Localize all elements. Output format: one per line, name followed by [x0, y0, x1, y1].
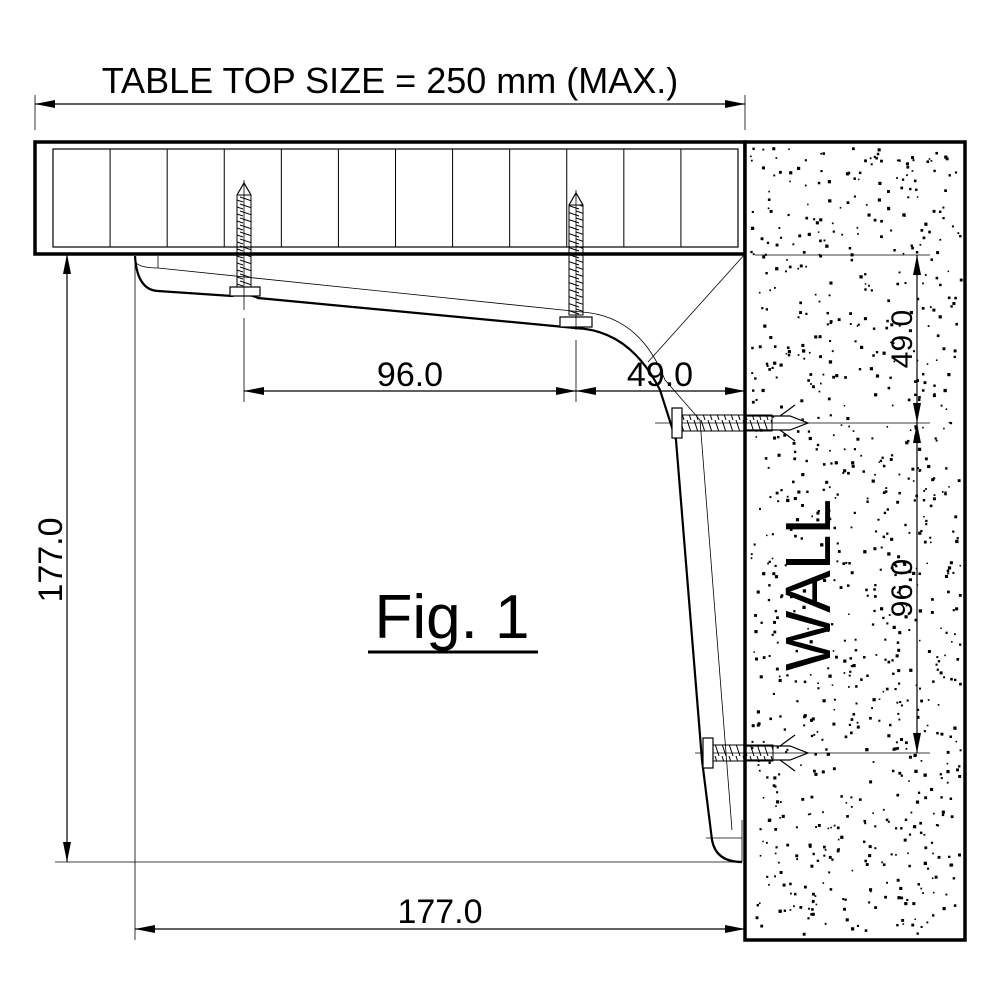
title-dimension-label: TABLE TOP SIZE = 250 mm (MAX.) — [102, 60, 679, 101]
screw-head — [671, 407, 683, 439]
table-top-grain-lines — [109, 149, 682, 247]
shelf-bracket — [133, 253, 746, 864]
wall-anchor — [745, 415, 810, 431]
bracket-inner-edge — [134, 256, 733, 831]
wall-screw-spacing-label: 96.0 — [886, 559, 919, 617]
wall-anchor — [745, 745, 810, 761]
dimension-left-height: 177.0 — [32, 254, 742, 940]
screw-head — [229, 286, 261, 297]
wall: WALL — [743, 140, 967, 942]
dimension-wall-screw-spacing: 96.0 — [886, 423, 921, 753]
dimension-bottom-depth: 177.0 — [135, 893, 745, 933]
bottom-depth-label: 177.0 — [397, 893, 482, 931]
left-height-label: 177.0 — [32, 517, 70, 602]
dimension-top-screw-to-wall: 49.0 — [576, 356, 745, 395]
anchor-fins — [779, 734, 796, 772]
table-top — [33, 140, 747, 256]
table-top-outline — [33, 140, 747, 256]
dimension-top-screw-spacing: 96.0 — [243, 318, 577, 402]
wall-concrete-texture — [750, 147, 963, 936]
anchor-fins — [779, 404, 796, 442]
wall-label: WALL — [772, 499, 844, 671]
figure-caption: Fig. 1 — [368, 583, 538, 654]
table-top-size-dimension: TABLE TOP SIZE = 250 mm (MAX.) — [34, 60, 746, 130]
dimension-wall-upper: 49.0 — [755, 254, 930, 423]
wall-upper-spacing-label: 49.0 — [886, 310, 919, 368]
top-screw-left — [229, 180, 261, 310]
wall-screw-lower — [695, 734, 930, 772]
screw-head — [702, 737, 714, 769]
bracket-outer-profile — [133, 255, 743, 864]
top-screw-right — [559, 190, 593, 330]
screw-thread — [712, 744, 774, 762]
wall-screw-upper — [655, 404, 930, 442]
top-screw-to-wall-label: 49.0 — [627, 356, 693, 394]
top-screw-spacing-label: 96.0 — [377, 356, 443, 394]
figure-label: Fig. 1 — [374, 583, 529, 652]
wall-outline — [743, 140, 967, 942]
bracket-gusset-line — [647, 253, 746, 363]
screw-thread — [681, 414, 773, 432]
